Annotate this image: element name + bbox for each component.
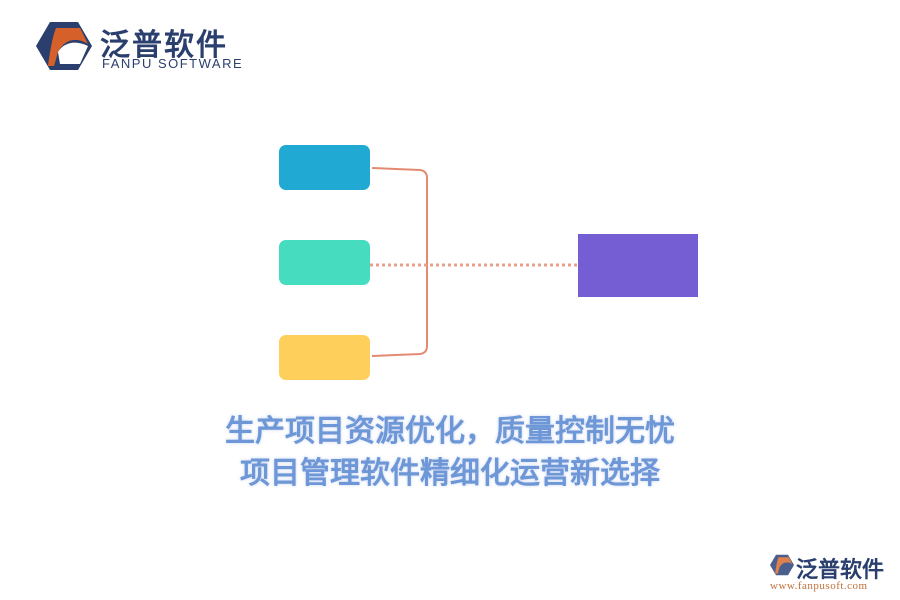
diagram-box-blue xyxy=(279,145,370,190)
diagram-box-purple xyxy=(578,234,698,297)
diagram-box-yellow xyxy=(279,335,370,380)
caption-line-1: 生产项目资源优化，质量控制无忧 xyxy=(225,414,675,449)
fanpu-logo-icon xyxy=(36,22,92,70)
fanpu-logo: 泛普软件 FANPU SOFTWARE xyxy=(36,18,256,74)
diagram-box-teal xyxy=(279,240,370,285)
caption-line-2: 项目管理软件精细化运营新选择 xyxy=(240,456,660,491)
watermark-name-cn: 泛普软件 xyxy=(796,558,885,583)
logo-name-en: FANPU SOFTWARE xyxy=(102,56,244,71)
watermark-url: www.fanpusoft.com xyxy=(770,580,868,592)
watermark: 泛普软件 www.fanpusoft.com xyxy=(770,552,895,597)
watermark-logo-icon xyxy=(770,554,794,576)
logo-name-cn: 泛普软件 xyxy=(100,28,228,63)
